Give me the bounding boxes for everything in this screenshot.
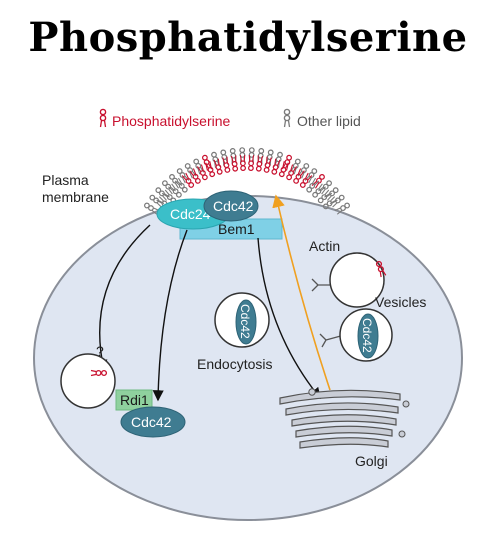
ps-lipid — [281, 154, 293, 171]
ps-lipid — [247, 154, 255, 172]
other-lipid — [193, 158, 205, 175]
endocytosis-label: Endocytosis — [197, 356, 272, 372]
golgi-label: Golgi — [355, 453, 388, 469]
ps-lipid — [205, 161, 216, 178]
golgi-apparatus — [279, 388, 410, 449]
ps-lipid — [255, 155, 264, 172]
page-title: Phosphatidylserine — [28, 14, 468, 61]
ps-lipid-legend-icon — [99, 108, 107, 128]
other-lipid — [143, 202, 160, 215]
cdc42-cytosolic-protein — [120, 406, 186, 438]
legend: Phosphatidylserine Other lipid — [99, 108, 361, 129]
arrow-to-vesicle — [96, 224, 151, 372]
unknown-vesicle — [60, 353, 116, 409]
cdc42-vesicle-protein: Cdc42 — [357, 313, 379, 359]
plasma-membrane-bud — [143, 147, 351, 215]
cdc42-endocytic-label: Cdc42 — [238, 304, 252, 339]
ps-lipid — [263, 156, 272, 173]
other-lipid — [289, 158, 301, 175]
ps-lipid — [239, 154, 247, 172]
other-lipid — [312, 183, 326, 198]
vesicle-with-ps — [329, 252, 385, 308]
cdc42-membrane-label: Cdc42 — [213, 198, 254, 214]
other-lipid — [297, 163, 310, 179]
legend-ps-label: Phosphatidylserine — [112, 113, 231, 129]
ps-lipid-icon-vesicle — [375, 260, 387, 278]
ps-lipid — [271, 158, 281, 175]
other-lipid — [149, 194, 165, 208]
legend-other-label: Other lipid — [297, 113, 361, 129]
ps-lipid — [230, 155, 239, 172]
ps-lipid-icon-unknown-vesicle — [90, 369, 108, 377]
cdc42-vesicle-label: Cdc42 — [360, 318, 374, 353]
cdc42-cytosolic-label: Cdc42 — [131, 414, 172, 430]
actin-label: Actin — [309, 238, 340, 254]
plasma-membrane-label-line2: membrane — [42, 189, 109, 205]
arrow-endocytosis-to-golgi — [257, 237, 321, 400]
inner-leaflet-lipids — [156, 154, 338, 210]
other-lipid — [329, 194, 345, 208]
other-lipid — [318, 180, 333, 195]
other-lipid — [174, 177, 188, 193]
ps-lipid — [293, 168, 305, 184]
arrow-to-rdi1 — [152, 229, 188, 402]
other-lipid — [334, 202, 351, 215]
plasma-membrane-label-line1: Plasma — [42, 172, 89, 188]
cdc24-label: Cdc24 — [170, 206, 211, 222]
ps-lipid — [189, 168, 201, 184]
ps-lipid — [181, 172, 195, 188]
other-lipid — [168, 183, 182, 198]
other-lipid — [306, 177, 320, 193]
ps-lipid — [286, 164, 298, 181]
ps-lipid — [201, 154, 213, 171]
other-lipid-legend-icon — [283, 108, 291, 128]
ps-lipid — [213, 158, 223, 175]
ps-lipid — [299, 172, 313, 188]
ps-lipid — [222, 156, 231, 173]
bem1-label: Bem1 — [218, 221, 255, 237]
other-lipid — [322, 196, 338, 210]
ps-lipid — [278, 161, 289, 178]
other-lipid — [161, 180, 176, 195]
other-lipid — [317, 189, 333, 204]
rdi1-label: Rdi1 — [120, 392, 149, 408]
ps-lipid — [196, 164, 208, 181]
vesicles-label: Vesicles — [375, 294, 426, 310]
orange-exocytosis-arrow — [272, 194, 331, 391]
question-label: ? — [96, 343, 104, 359]
cdc42-endocytic-protein: Cdc42 — [235, 299, 257, 345]
cdc42-membrane-protein — [203, 190, 259, 222]
other-lipid — [304, 168, 318, 184]
other-lipid — [176, 168, 190, 184]
